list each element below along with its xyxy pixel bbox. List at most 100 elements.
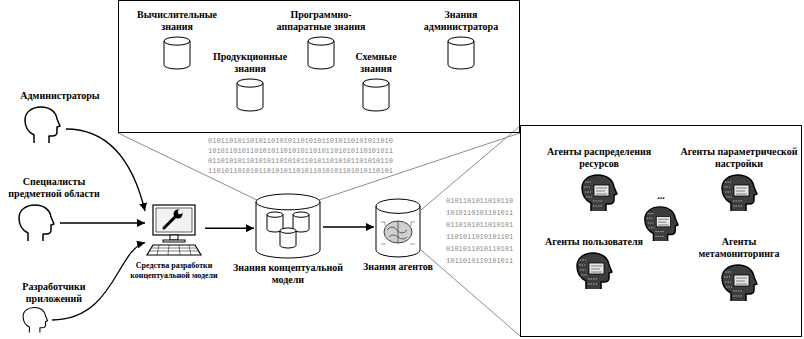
pc-icon: [122, 203, 226, 258]
node-label: Знания агентов: [356, 261, 440, 273]
icon-part: [163, 36, 191, 70]
icon-part: [573, 251, 615, 291]
icon-part: [387, 227, 407, 233]
node-label: Схемные знания: [346, 51, 406, 75]
icon-part: [594, 185, 609, 196]
icon-part: [724, 272, 743, 296]
icon-part: [147, 245, 201, 255]
binary-pattern: 0101011010110101: [446, 245, 513, 254]
icon-part: [20, 306, 50, 334]
zoom-line: [421, 126, 520, 210]
icon-part: [150, 245, 198, 255]
agent-icon: [677, 173, 801, 213]
icon-part: [308, 41, 334, 45]
node-label: Агенты метамониторинга: [681, 236, 797, 260]
icon-part: [256, 194, 320, 258]
icon-part: [658, 219, 668, 225]
icon-part: [645, 207, 678, 241]
icon-part: [163, 240, 185, 242]
person-node: Администраторы: [14, 90, 106, 145]
node-label: Агенты пользователя: [539, 236, 649, 248]
icon-part: [256, 202, 320, 210]
node-label: Средства разработки концептуальной модел…: [122, 261, 226, 281]
icon-part: [448, 41, 474, 45]
icon-part: [447, 36, 475, 70]
person-node: Специалисты предметной области: [4, 176, 104, 243]
icon-part: [584, 182, 603, 206]
icon-part: [363, 83, 389, 87]
node-label: Администраторы: [14, 90, 106, 102]
binary-pattern: 1010110101101011: [446, 209, 513, 218]
arrow-connector: [323, 226, 374, 227]
database-node: Знания концептуальной модели: [228, 193, 348, 286]
icon-part: [724, 182, 743, 206]
agent-icon: [539, 251, 649, 291]
icon-part: [164, 41, 190, 45]
agent-node: ...: [639, 190, 683, 243]
icon-part: [23, 307, 47, 332]
icon-part: [267, 215, 283, 218]
icon-part: [718, 263, 760, 303]
knowledge-cylinder: Знания администратора: [409, 9, 513, 70]
icon-part: [362, 78, 390, 112]
agent-node: Агенты параметрической настройки: [677, 146, 801, 213]
icon-part: [153, 205, 195, 235]
icon-part: [174, 210, 183, 219]
brain-icon: [356, 198, 440, 258]
binary-pattern: 1011010110101011: [446, 257, 513, 266]
icon-part: [591, 266, 602, 272]
node-label: Вычислительные знания: [131, 9, 223, 33]
bigcyl-icon: [228, 193, 348, 259]
icon-part: [145, 203, 203, 258]
icon-part: [734, 275, 749, 286]
icon-part: [375, 198, 421, 258]
head-icon: [14, 105, 106, 145]
icon-part: [237, 79, 263, 111]
node-label: Разработчики приложений: [6, 281, 102, 305]
icon-part: [647, 214, 665, 237]
zoom-line: [421, 250, 520, 336]
icon-part: [164, 216, 176, 228]
knowledge-cylinder: Продукционные знания: [207, 51, 293, 112]
node-label: Знания концептуальной модели: [228, 262, 348, 286]
binary-pattern: 0110101011010101101010110101101010110101…: [208, 157, 393, 166]
icon-part: [25, 107, 60, 143]
icon-part: [19, 205, 54, 241]
icon-part: [308, 37, 334, 69]
agent-icon: [681, 263, 797, 303]
icon-part: [398, 221, 399, 243]
icon-part: [722, 265, 757, 301]
agent-node: Агенты пользователя: [539, 236, 649, 291]
computer-node: Средства разработки концептуальной модел…: [122, 203, 226, 281]
icon-part: [381, 222, 415, 244]
icon-part: [293, 215, 309, 218]
node-label: Программно-аппаратные знания: [271, 9, 371, 33]
icon-part: [178, 210, 182, 214]
agent-icon: [639, 205, 683, 243]
icon-part: [582, 175, 617, 211]
binary-pattern: 1101011010101101010110101101010110101011…: [208, 167, 393, 176]
agents-panel: Агенты распределения ресурсов...Агенты п…: [520, 125, 802, 337]
icon-part: [20, 105, 64, 145]
icon-part: [376, 199, 420, 257]
node-label: Агенты распределения ресурсов: [539, 146, 659, 170]
icon-part: [577, 253, 612, 289]
node-label: Агенты параметрической настройки: [677, 146, 801, 170]
agent-icon: [539, 173, 659, 213]
icon-part: [14, 203, 58, 243]
knowledge-cylinder: Вычислительные знания: [131, 9, 223, 70]
icon-part: [734, 185, 749, 196]
icon-part: [384, 221, 412, 243]
binary-pattern: 1010110101101010110101011010110101011010…: [208, 147, 393, 156]
node-label: Продукционные знания: [207, 51, 293, 75]
node-label: Знания администратора: [409, 9, 513, 33]
node-label: Специалисты предметной области: [4, 176, 104, 200]
icon-part: [164, 37, 190, 69]
icon-part: [736, 188, 747, 194]
icon-part: [578, 173, 620, 213]
icon-part: [236, 78, 264, 112]
